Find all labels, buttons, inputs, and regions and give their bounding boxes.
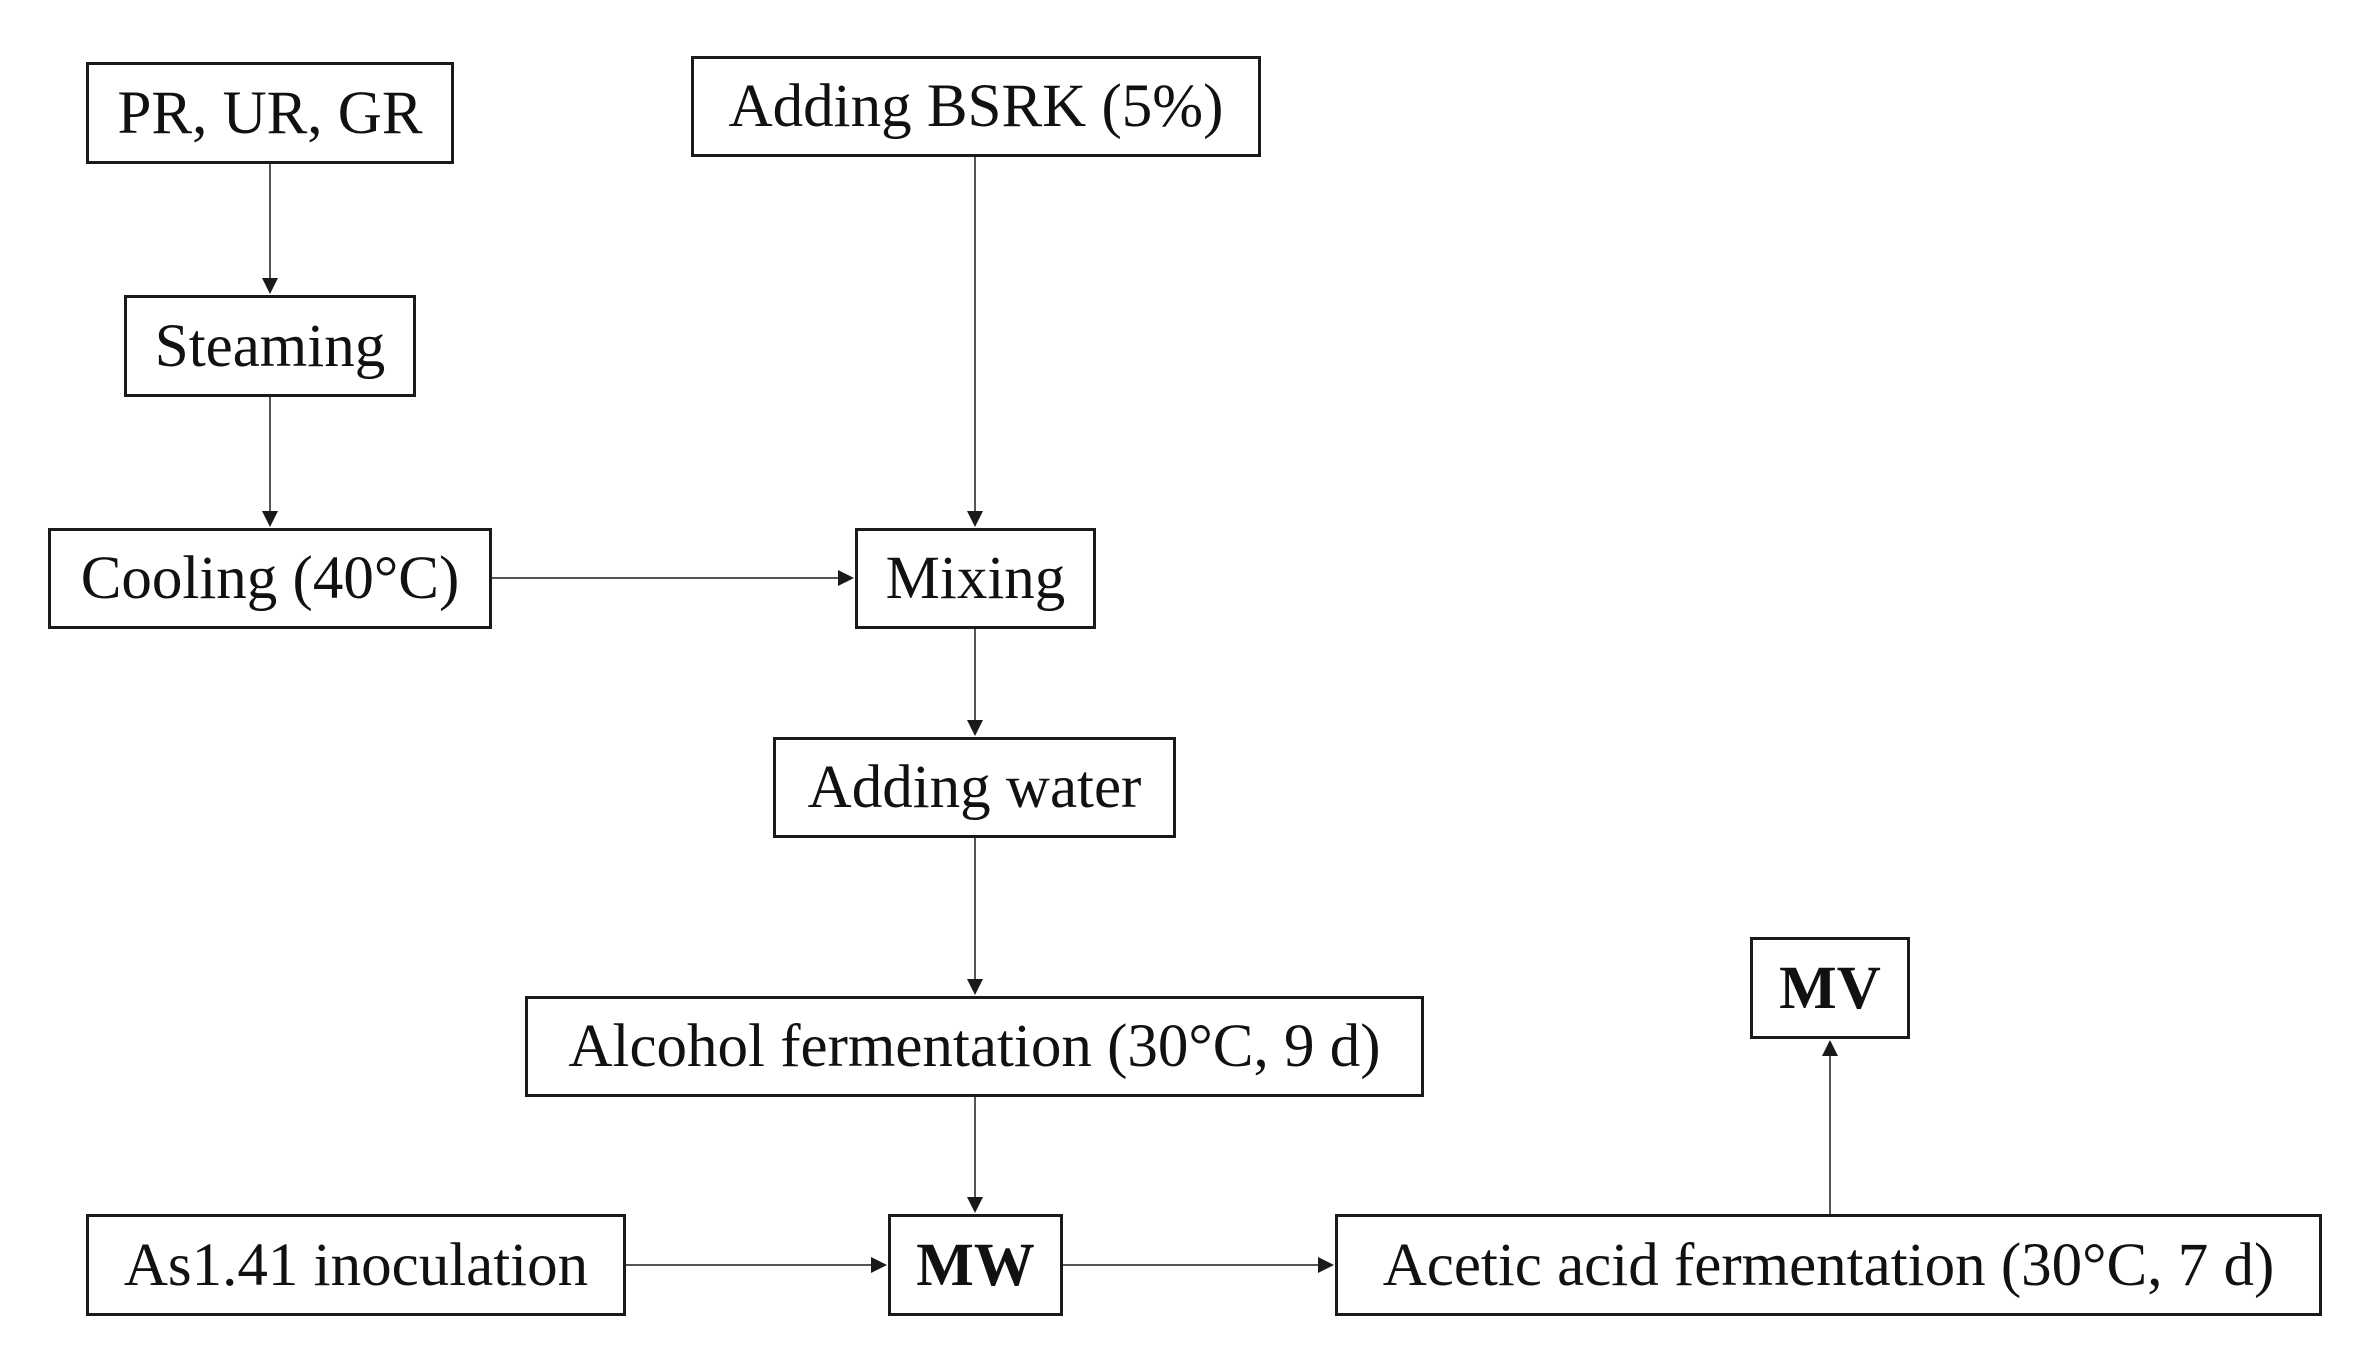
node-mv: MV: [1750, 937, 1910, 1039]
node-cooling-label: Cooling (40°C): [80, 545, 460, 612]
node-mixing-label: Mixing: [885, 545, 1066, 612]
node-mixing: Mixing: [855, 528, 1096, 629]
node-raw-materials: PR, UR, GR: [86, 62, 454, 164]
node-acetic-acid-fermentation-label: Acetic acid fermentation (30°C, 7 d): [1382, 1231, 2275, 1299]
node-mw-label: MW: [916, 1231, 1035, 1299]
node-as141-inoculation-label: As1.41 inoculation: [123, 1231, 589, 1299]
node-adding-bsrk: Adding BSRK (5%): [691, 56, 1261, 157]
node-acetic-acid-fermentation: Acetic acid fermentation (30°C, 7 d): [1335, 1214, 2322, 1316]
node-steaming: Steaming: [124, 295, 416, 397]
node-alcohol-fermentation-label: Alcohol fermentation (30°C, 9 d): [568, 1013, 1381, 1080]
node-adding-water: Adding water: [773, 737, 1176, 838]
node-raw-materials-label: PR, UR, GR: [117, 79, 423, 147]
node-steaming-label: Steaming: [154, 312, 386, 380]
node-mw: MW: [888, 1214, 1063, 1316]
node-mv-label: MV: [1779, 954, 1881, 1022]
node-alcohol-fermentation: Alcohol fermentation (30°C, 9 d): [525, 996, 1424, 1097]
node-adding-bsrk-label: Adding BSRK (5%): [728, 73, 1224, 140]
node-as141-inoculation: As1.41 inoculation: [86, 1214, 626, 1316]
node-adding-water-label: Adding water: [807, 754, 1142, 821]
node-cooling: Cooling (40°C): [48, 528, 492, 629]
